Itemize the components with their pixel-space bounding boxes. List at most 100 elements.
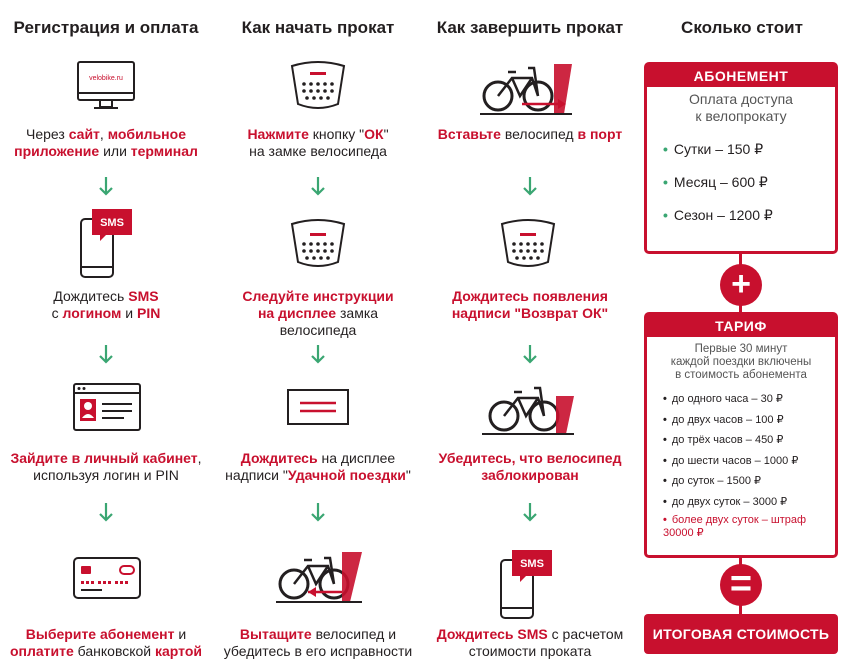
sms-label-2: SMS: [520, 558, 544, 570]
column-title-finish: Как завершить прокат: [436, 18, 624, 37]
sms-label-1: SMS: [100, 217, 124, 229]
caption-segment: или: [99, 143, 131, 159]
lock-display-icon: [290, 219, 346, 267]
step-caption: Через сайт, мобильное приложение или терм…: [0, 126, 212, 160]
caption-segment: велосипед и: [311, 626, 397, 642]
display-message-icon: [287, 389, 349, 425]
bank-card-icon: [73, 557, 141, 599]
tariff-description-line: Первые 30 минут: [694, 343, 788, 355]
subscription-heading: АБОНЕМЕНТ: [647, 65, 835, 87]
down-arrow-icon: [523, 345, 537, 364]
tariff-item: •до трёх часов – 450 ₽: [663, 434, 784, 446]
bike-insert-port-icon: [480, 64, 572, 115]
caption-segment: логином: [62, 305, 122, 321]
down-arrow-icon: [523, 503, 537, 522]
connector-line: [739, 604, 742, 616]
caption-segment: и: [121, 305, 138, 321]
caption-segment: Дождитесь: [240, 450, 318, 466]
tariff-item: •до двух часов – 100 ₽: [663, 413, 784, 426]
tariff-heading: ТАРИФ: [647, 315, 835, 337]
subscription-description-line: Оплата доступа: [689, 91, 793, 107]
tariff-box: ТАРИФ Первые 30 минут каждой поездки вкл…: [644, 312, 838, 558]
caption-segment: PIN: [137, 305, 161, 321]
caption-segment: приложение: [14, 143, 100, 159]
caption-segment: Следуйте инструкции: [242, 288, 394, 304]
caption-segment: ,: [197, 450, 202, 466]
site-label: velobike.ru: [89, 75, 123, 82]
tariff-list: •до одного часа – 30 ₽ •до двух часов – …: [663, 389, 835, 540]
down-arrow-icon: [523, 177, 537, 196]
caption-segment: сайт: [68, 126, 100, 142]
column-title-start: Как начать прокат: [241, 18, 395, 37]
down-arrow-icon: [311, 345, 325, 364]
subscription-description-line: к велопрокату: [695, 108, 787, 124]
phone-sms-result-icon: SMS: [500, 550, 552, 619]
down-arrow-icon: [311, 503, 325, 522]
caption-segment: банковской: [73, 643, 156, 659]
caption-segment: Зайдите в личный кабинет: [10, 450, 198, 466]
caption-segment: на замке велосипеда: [249, 143, 387, 159]
caption-segment: ": [383, 126, 389, 142]
connector-line: [739, 254, 742, 270]
caption-segment: SMS: [128, 288, 159, 304]
down-arrow-icon: [99, 503, 113, 522]
tariff-description-line: каждой поездки включены: [670, 356, 812, 368]
caption-segment: замка: [336, 305, 379, 321]
phone-sms-icon: SMS: [80, 209, 132, 278]
caption-segment: с расчетом: [547, 626, 624, 642]
caption-segment: Вытащите: [239, 626, 312, 642]
caption-segment: в порт: [577, 126, 623, 142]
step-caption: Зайдите в личный кабинет, используя логин…: [0, 450, 212, 484]
tariff-description-line: в стоимость абонемента: [675, 369, 807, 381]
lock-return-icon: [500, 219, 556, 267]
tariff-penalty-item: •более двух суток – штраф 30000 ₽: [663, 514, 807, 539]
caption-segment: Дождитесь: [53, 288, 129, 304]
connector-line: [739, 304, 742, 314]
lock-keypad-icon: [290, 61, 346, 109]
subscription-item: •Месяц – 600 ₽: [663, 174, 768, 190]
bike-pull-out-icon: [276, 552, 362, 603]
plus-sign: +: [720, 264, 762, 306]
caption-segment: оплатите: [9, 643, 74, 659]
caption-segment: надписи "Возврат ОК": [451, 305, 609, 321]
subscription-item: •Сезон – 1200 ₽: [663, 207, 773, 223]
caption-segment: ": [405, 467, 411, 483]
caption-segment: стоимости проката: [468, 643, 592, 659]
caption-segment: ,: [99, 126, 108, 142]
caption-segment: Удачной поездки: [287, 467, 406, 483]
subscription-list: •Сутки – 150 ₽ •Месяц – 600 ₽ •Сезон – 1…: [663, 133, 835, 232]
caption-segment: с: [51, 305, 63, 321]
caption-segment: терминал: [130, 143, 198, 159]
caption-segment: мобильное: [107, 126, 186, 142]
down-arrow-icon: [311, 177, 325, 196]
step-caption: Дождитесь SMS с логином и PIN: [0, 288, 212, 322]
caption-segment: убедитесь в его исправности: [223, 643, 413, 659]
down-arrow-icon: [99, 177, 113, 196]
caption-segment: и: [174, 626, 187, 642]
caption-segment: Дождитесь появления: [452, 288, 608, 304]
computer-monitor-icon: velobike.ru: [77, 61, 135, 109]
caption-segment: используя логин и PIN: [33, 467, 179, 483]
column-title-registration: Регистрация и оплата: [13, 18, 199, 37]
caption-segment: велосипеда: [279, 322, 357, 338]
bike-locked-icon: [482, 386, 574, 435]
tariff-item: •до суток – 1500 ₽: [663, 475, 762, 487]
caption-segment: заблокирован: [481, 467, 579, 483]
step-caption: Вставьте велосипед в порт: [424, 126, 636, 143]
caption-segment: велосипед: [500, 126, 578, 142]
caption-segment: картой: [155, 643, 203, 659]
caption-segment: Вставьте: [437, 126, 501, 142]
caption-segment: Нажмите: [247, 126, 309, 142]
caption-segment: Через: [26, 126, 69, 142]
down-arrow-icon: [99, 345, 113, 364]
caption-segment: ОК: [364, 126, 384, 142]
tariff-item: •до одного часа – 30 ₽: [663, 393, 783, 405]
caption-segment: на дисплее: [317, 450, 396, 466]
caption-segment: кнопку ": [308, 126, 365, 142]
